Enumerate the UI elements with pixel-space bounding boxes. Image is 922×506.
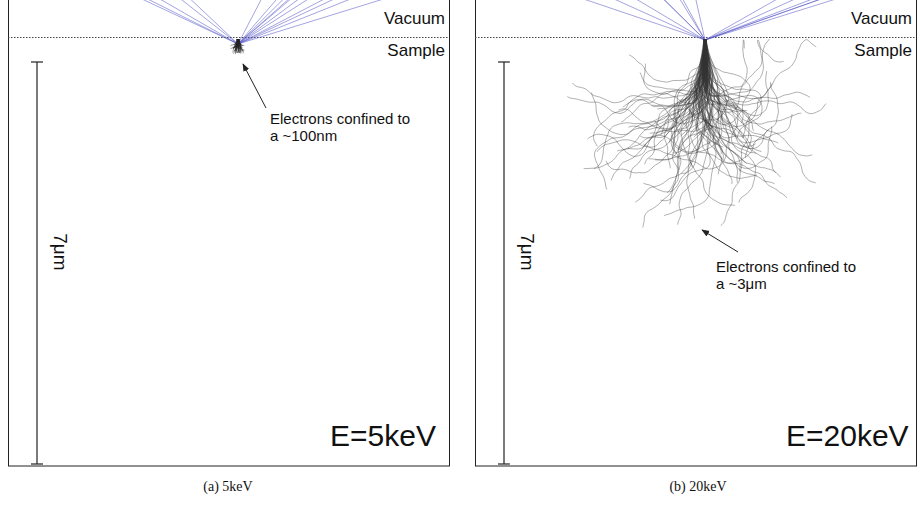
region-label: Vacuum xyxy=(384,9,445,29)
scale-label: 7μm xyxy=(516,233,538,270)
region-label: Sample xyxy=(854,41,912,61)
electron-trajectories xyxy=(230,39,244,54)
scale-bar xyxy=(31,62,43,464)
panel-frame xyxy=(9,0,450,466)
region-label: Sample xyxy=(387,41,445,61)
backscatter-rays xyxy=(140,0,387,44)
energy-label: E=5keV xyxy=(330,419,436,454)
annotation: Electrons confined to a ~100nm xyxy=(270,110,412,145)
scale-label: 7μm xyxy=(49,233,71,270)
electron-trajectories xyxy=(567,39,826,227)
panel-a xyxy=(8,0,450,466)
caption: (b) 20keV xyxy=(669,479,726,495)
backscatter-rays xyxy=(581,0,839,40)
panel-frame xyxy=(476,0,917,466)
region-label: Vacuum xyxy=(851,9,912,29)
annotation: Electrons confined to a ~3μm xyxy=(716,258,858,293)
leader-arrow xyxy=(243,64,266,108)
panel-b xyxy=(475,0,917,466)
scale-bar xyxy=(498,62,510,464)
caption: (a) 5keV xyxy=(203,479,252,495)
leader-arrow xyxy=(702,230,738,252)
energy-label: E=20keV xyxy=(786,419,909,454)
